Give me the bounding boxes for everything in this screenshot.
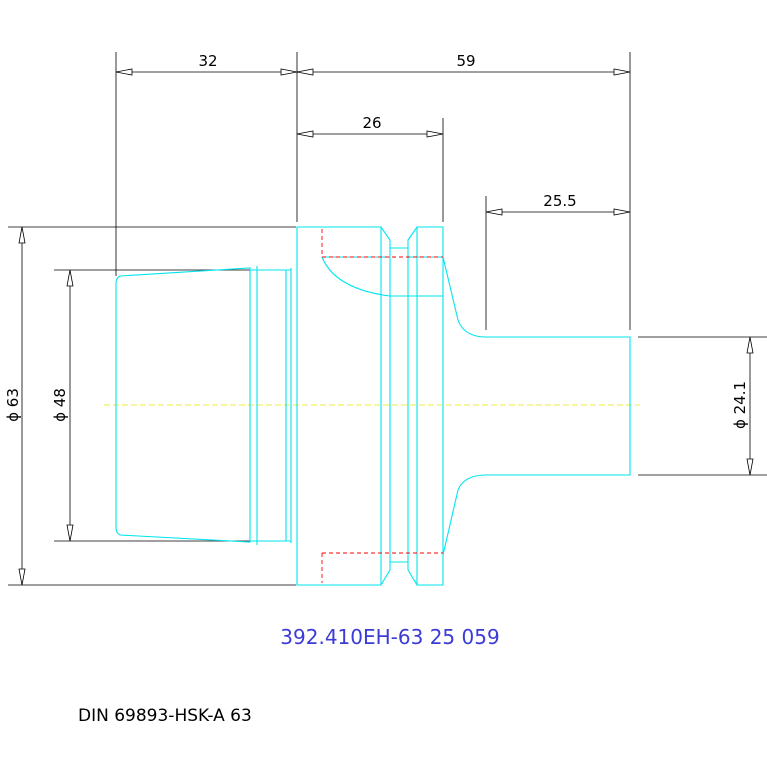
part-outline	[115, 226, 631, 586]
dim-26-label: 26	[362, 114, 381, 132]
dim-59-label: 59	[456, 52, 475, 70]
dimension-labels: 32 59 26 25.5 ϕ 63 ϕ 48 ϕ 24.1	[4, 52, 749, 429]
hidden-lines	[321, 229, 443, 583]
shank	[486, 336, 631, 476]
dim-32-label: 32	[198, 52, 217, 70]
dim-phi24-1-label: ϕ 24.1	[731, 381, 749, 429]
transition-bottom	[442, 474, 487, 556]
standard-label: DIN 69893-HSK-A 63	[78, 706, 252, 726]
flange-rear	[407, 226, 444, 586]
dimension-lines	[8, 52, 767, 586]
transition-top	[442, 256, 487, 338]
dim-phi63-label: ϕ 63	[4, 388, 22, 422]
part-number-label: 392.410EH-63 25 059	[280, 625, 499, 649]
hsk-taper	[115, 267, 251, 543]
flange-front	[296, 226, 391, 586]
dim-phi48-label: ϕ 48	[51, 388, 69, 422]
dim-25-5-label: 25.5	[543, 192, 576, 210]
